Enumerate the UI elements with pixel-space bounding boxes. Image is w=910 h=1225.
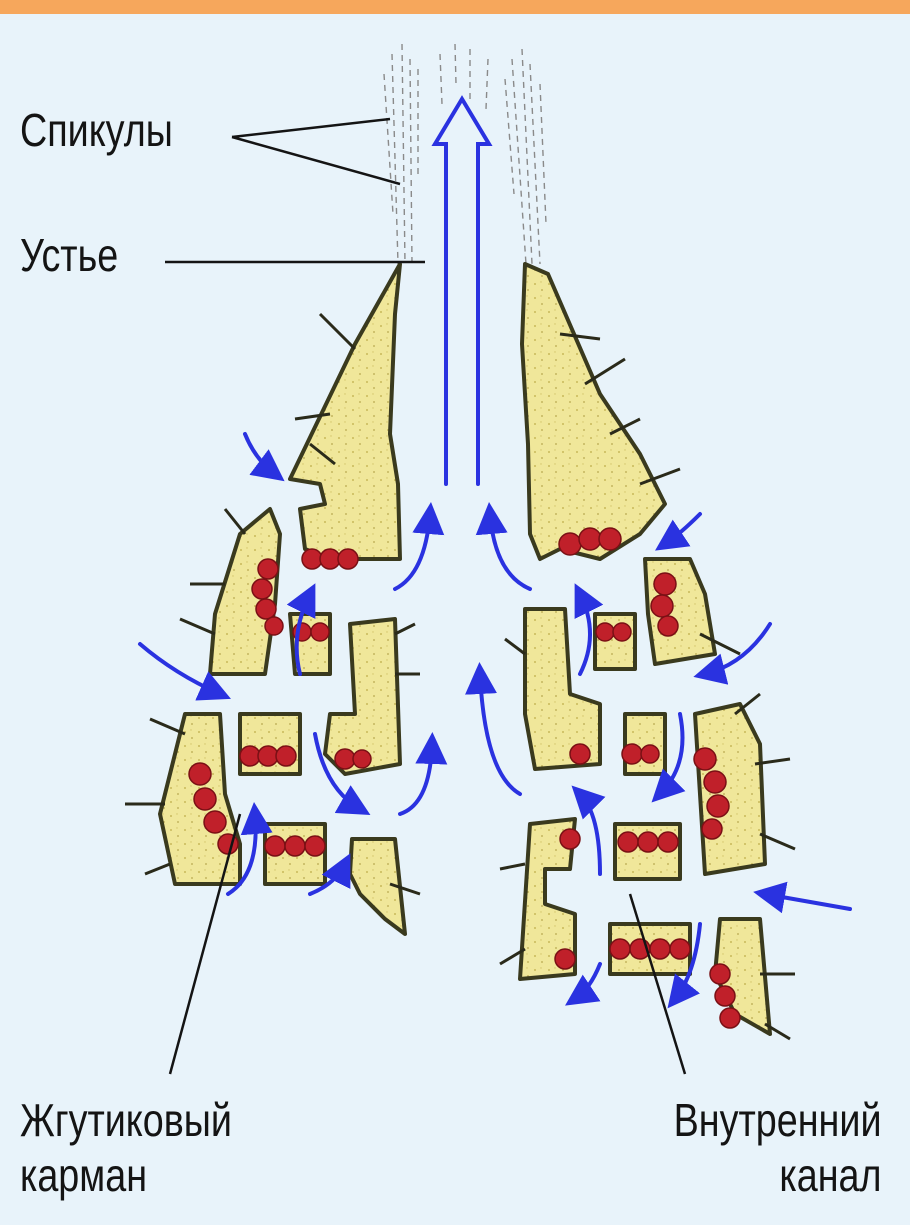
label-spicules: Спикулы bbox=[20, 104, 173, 156]
outer-spikes bbox=[125, 314, 795, 1039]
label-osculum: Устье bbox=[20, 229, 118, 281]
choanocyte-clusters bbox=[189, 528, 740, 1028]
label-inner-canal-2: канал bbox=[780, 1149, 882, 1201]
spicule-fringe bbox=[384, 44, 546, 264]
label-flagellar-chamber-2: карман bbox=[20, 1149, 147, 1201]
left-body-wall bbox=[160, 264, 405, 934]
label-flagellar-chamber-1: Жгутиковый bbox=[20, 1094, 232, 1146]
sponge-diagram bbox=[0, 14, 910, 1225]
label-inner-canal-1: Внутренний bbox=[674, 1094, 882, 1146]
